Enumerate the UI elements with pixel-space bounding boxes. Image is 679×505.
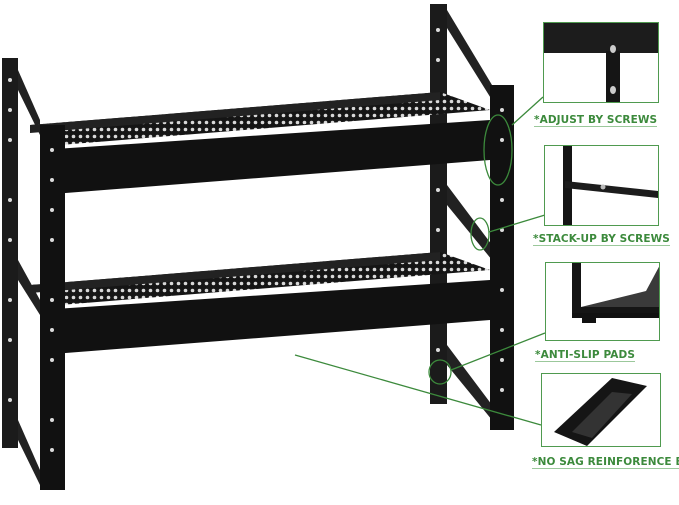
front-left-post — [40, 125, 65, 490]
bottom-shelf — [30, 252, 490, 355]
callout-label-stack-up-by-screws: *STACK-UP BY SCREWS — [533, 233, 670, 246]
callout-label-adjust-by-screws: *ADJUST BY SCREWS — [534, 114, 658, 127]
callout-leaders — [294, 96, 546, 426]
callout-label-no-sag-reinforcement-bar: *NO SAG REINFORENCE BAR — [532, 456, 679, 469]
callout-image-adjust-by-screws — [543, 22, 659, 103]
callout-image-no-sag-bar — [541, 373, 661, 447]
back-left-post — [2, 58, 40, 485]
post-holes — [8, 28, 504, 452]
top-shelf — [30, 92, 490, 195]
anti-slip-pad-detail-icon — [564, 263, 659, 323]
callout-image-anti-slip-pads — [545, 262, 660, 341]
front-right-post — [490, 85, 514, 430]
callout-image-stack-up-by-screws — [544, 145, 659, 226]
callout-label-anti-slip-pads: *ANTI-SLIP PADS — [535, 349, 635, 362]
stack-up-detail-icon — [563, 146, 658, 225]
reinforcement-bar-detail-icon — [554, 378, 647, 446]
screw-adjust-detail-icon — [544, 23, 658, 102]
